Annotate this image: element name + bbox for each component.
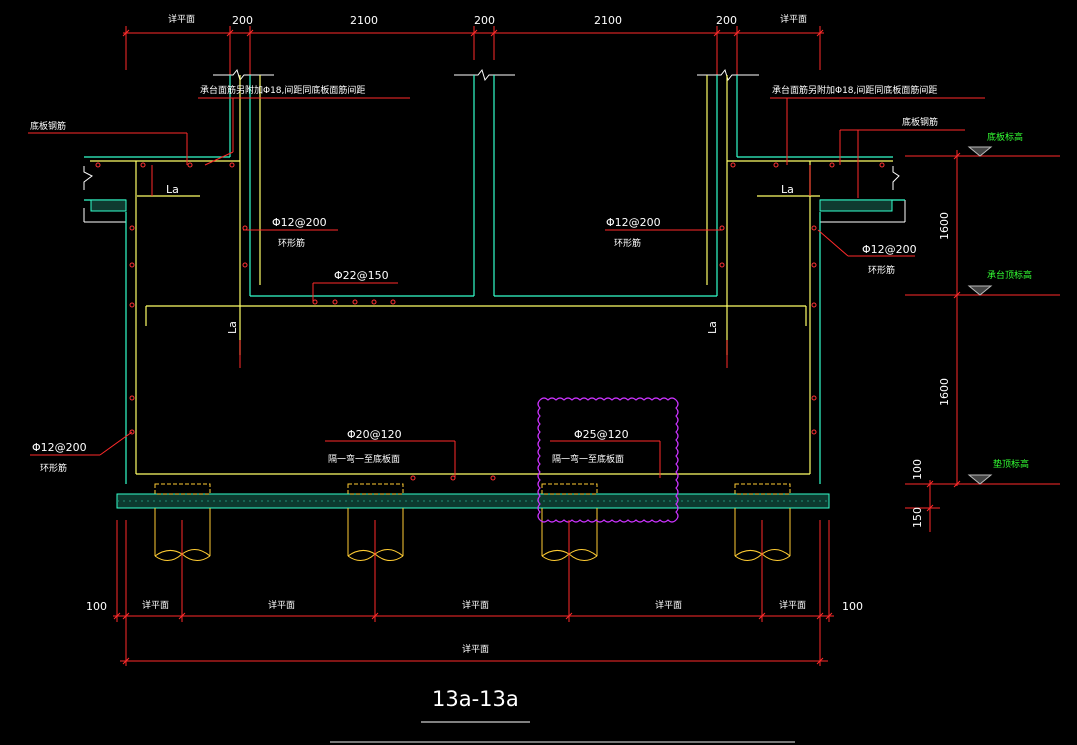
dim-bottom-6: 100 [842,600,863,613]
la-top-right: La [781,183,794,196]
top-dimension-chain [122,26,824,90]
level-cap-top: 承台顶标高 [987,269,1032,281]
dim-bottom-total: 详平面 [462,643,489,655]
leader-lines [28,97,985,478]
ring-outer-left: Φ12@200 [32,441,87,454]
concrete-outline [84,75,905,484]
dim-bottom-0: 100 [86,600,107,613]
level-triangles [967,146,993,485]
section-title-block: 13a-13a [330,687,795,743]
ring-outer-left-sub: 环形筋 [40,462,67,474]
note-top-left: 承台面筋另附加Φ18,间距同底板面筋间距 [200,84,365,96]
dim-top-6: 详平面 [780,13,807,25]
ring-outer-right: Φ12@200 [862,243,917,256]
dim-right-1: 1600 [938,378,951,406]
section-title: 13a-13a [432,687,519,711]
level-labels: 底板标高 承台顶标高 垫顶标高 [987,131,1032,470]
rebar-dots [95,162,885,481]
dim-top-5: 200 [716,14,737,27]
base-pad [116,493,830,509]
dim-bottom-5: 详平面 [779,599,806,611]
top-dimension-labels: 详平面 200 2100 200 2100 200 详平面 [168,13,807,27]
dim-top-0: 详平面 [168,13,195,25]
dim-top-4: 2100 [594,14,622,27]
mid-bar-label: Φ22@150 [334,269,389,282]
ring-inner-right: Φ12@200 [606,216,661,229]
ring-inner-right-sub: 环形筋 [614,237,641,249]
bottom-dimension-labels: 100 详平面 详平面 详平面 详平面 详平面 100 详平面 [86,599,863,655]
ring-inner-left: Φ12@200 [272,216,327,229]
dim-bottom-3: 详平面 [462,599,489,611]
bottom-bar-1-sub: 隔一弯一至底板面 [328,453,400,465]
annotation-labels: 承台面筋另附加Φ18,间距同底板面筋间距 承台面筋另附加Φ18,间距同底板面筋间… [30,84,938,474]
bottom-bar-2: Φ25@120 [574,428,629,441]
dim-top-1: 200 [232,14,253,27]
right-dimensions [905,150,1060,532]
dim-top-3: 200 [474,14,495,27]
note-slab-right: 底板钢筋 [902,116,938,128]
la-mid-right: La [706,321,719,334]
bottom-dimension-chain [113,520,834,666]
revision-cloud [537,397,679,523]
bottom-bar-1: Φ20@120 [347,428,402,441]
dim-bottom-2: 详平面 [268,599,295,611]
level-pad-top: 垫顶标高 [993,458,1029,470]
bottom-bar-2-sub: 隔一弯一至底板面 [552,453,624,465]
note-top-right: 承台面筋另附加Φ18,间距同底板面筋间距 [772,84,937,96]
la-mid-left: La [226,321,239,334]
note-slab-left: 底板钢筋 [30,120,66,132]
side-pads [90,199,893,212]
pile-3 [541,483,598,561]
ring-inner-left-sub: 环形筋 [278,237,305,249]
dim-right-2: 100 [911,459,924,480]
level-slab-bottom: 底板标高 [987,131,1023,143]
dim-bottom-1: 详平面 [142,599,169,611]
ring-outer-right-sub: 环形筋 [868,264,895,276]
la-top-left: La [166,183,179,196]
dim-right-0: 1600 [938,212,951,240]
right-dimension-labels: 1600 1600 100 150 [911,212,951,528]
rebar-lines [90,75,893,475]
dim-bottom-4: 详平面 [655,599,682,611]
dim-right-3: 150 [911,507,924,528]
dim-top-2: 2100 [350,14,378,27]
